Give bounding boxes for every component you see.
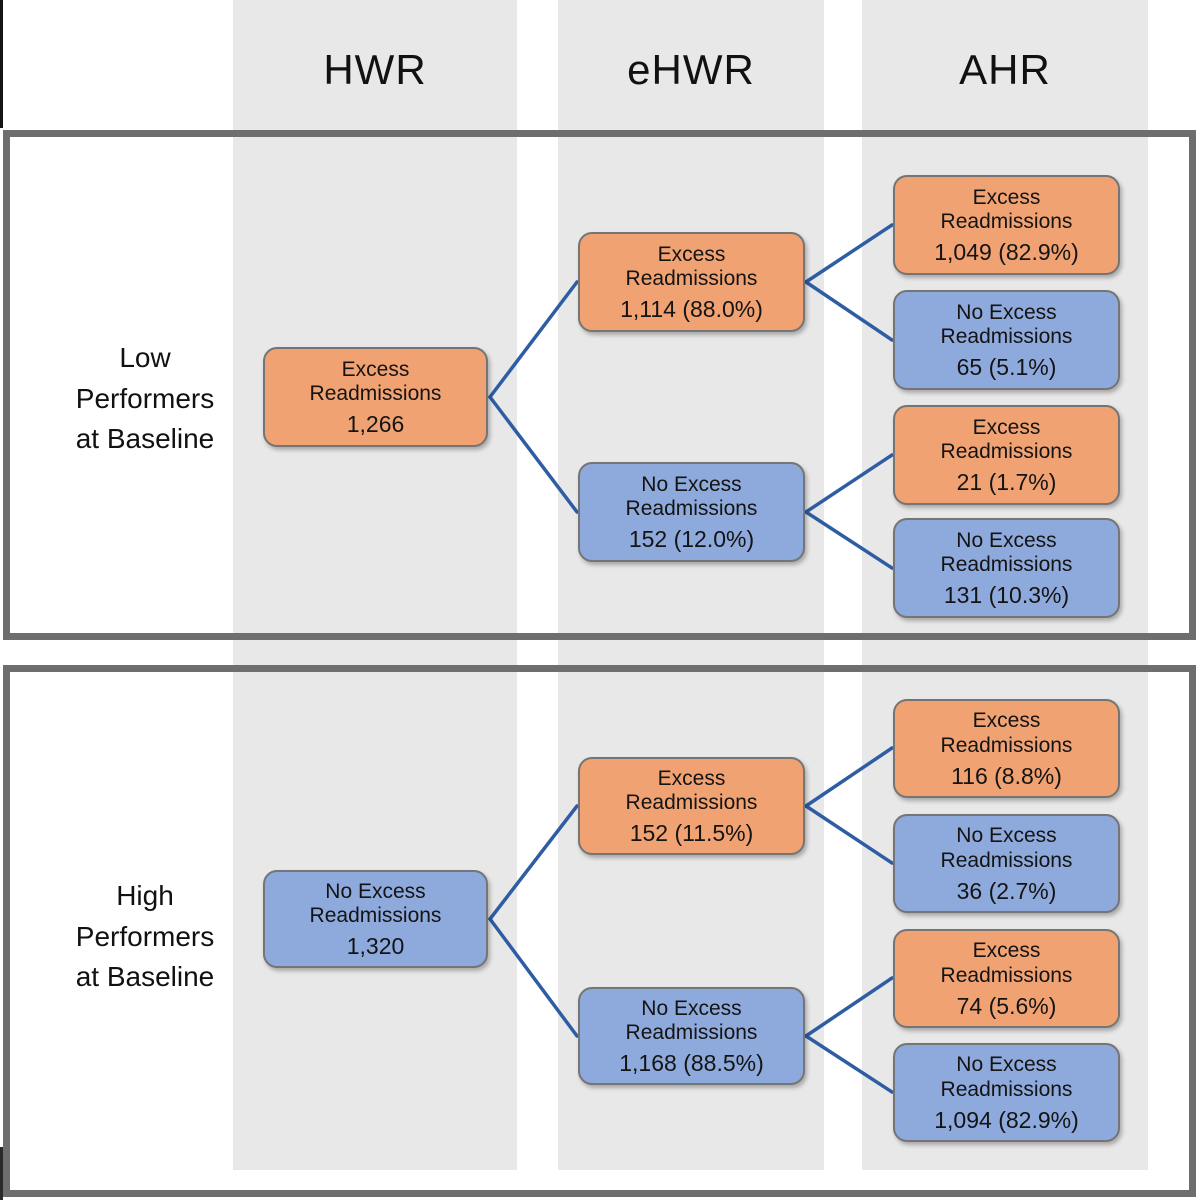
node-high-ahr-no-excess-2: No Excess Readmissions 1,094 (82.9%)	[893, 1043, 1120, 1142]
node-value: 1,266	[346, 411, 405, 438]
node-title: Excess Readmissions	[625, 766, 758, 815]
node-title: Excess Readmissions	[940, 709, 1073, 757]
node-value: 152 (12.0%)	[628, 526, 755, 553]
node-value: 116 (8.8%)	[951, 762, 1062, 789]
node-value: 36 (2.7%)	[956, 877, 1057, 904]
panel-low-performers	[3, 130, 1196, 640]
node-title: No Excess Readmissions	[940, 824, 1073, 872]
panel-label-high: High Performers at Baseline	[75, 880, 215, 993]
node-value: 1,168 (88.5%)	[619, 1050, 764, 1077]
column-header-ahr: AHR	[959, 46, 1051, 93]
node-title: Excess Readmissions	[309, 357, 442, 406]
node-value: 1,114 (88.0%)	[620, 296, 763, 323]
node-low-ehwr-no-excess: No Excess Readmissions 152 (12.0%)	[578, 462, 805, 562]
node-value: 152 (11.5%)	[629, 820, 754, 847]
node-high-hwr-no-excess: No Excess Readmissions 1,320	[263, 870, 488, 968]
node-low-ahr-no-excess-2: No Excess Readmissions 131 (10.3%)	[893, 518, 1120, 618]
column-header-hwr: HWR	[323, 46, 427, 93]
node-title: Excess Readmissions	[940, 415, 1073, 464]
node-title: No Excess Readmissions	[940, 300, 1073, 349]
node-value: 1,320	[346, 933, 405, 960]
panel-high-performers	[3, 665, 1196, 1197]
node-high-ahr-no-excess-1: No Excess Readmissions 36 (2.7%)	[893, 814, 1120, 913]
column-band-ehwr	[558, 0, 824, 1170]
node-value: 131 (10.3%)	[943, 582, 1070, 609]
node-title: No Excess Readmissions	[625, 996, 758, 1045]
node-title: Excess Readmissions	[940, 185, 1073, 234]
node-value: 1,049 (82.9%)	[934, 239, 1079, 266]
node-value: 74 (5.6%)	[956, 992, 1057, 1019]
node-title: No Excess Readmissions	[309, 879, 442, 928]
node-value: 1,094 (82.9%)	[934, 1106, 1079, 1133]
node-low-ahr-excess-2: Excess Readmissions 21 (1.7%)	[893, 405, 1120, 505]
node-value: 65 (5.1%)	[956, 354, 1057, 381]
node-high-ehwr-excess: Excess Readmissions 152 (11.5%)	[578, 757, 805, 855]
node-low-ahr-excess-1: Excess Readmissions 1,049 (82.9%)	[893, 175, 1120, 275]
node-title: No Excess Readmissions	[940, 1053, 1073, 1101]
node-title: No Excess Readmissions	[625, 472, 758, 521]
panel-label-low: Low Performers at Baseline	[75, 342, 215, 455]
left-edge-mark-top	[0, 0, 3, 128]
node-low-ahr-no-excess-1: No Excess Readmissions 65 (5.1%)	[893, 290, 1120, 390]
node-high-ahr-excess-2: Excess Readmissions 74 (5.6%)	[893, 929, 1120, 1028]
node-low-ehwr-excess: Excess Readmissions 1,114 (88.0%)	[578, 232, 805, 332]
node-title: Excess Readmissions	[940, 939, 1073, 987]
column-band-hwr	[233, 0, 517, 1170]
node-value: 21 (1.7%)	[956, 469, 1057, 496]
node-high-ehwr-no-excess: No Excess Readmissions 1,168 (88.5%)	[578, 987, 805, 1085]
node-title: No Excess Readmissions	[940, 528, 1073, 577]
node-high-ahr-excess-1: Excess Readmissions 116 (8.8%)	[893, 699, 1120, 798]
node-title: Excess Readmissions	[625, 242, 758, 291]
column-header-ehwr: eHWR	[627, 46, 755, 93]
left-edge-mark-bottom	[0, 1147, 3, 1200]
node-low-hwr-excess: Excess Readmissions 1,266	[263, 347, 488, 447]
